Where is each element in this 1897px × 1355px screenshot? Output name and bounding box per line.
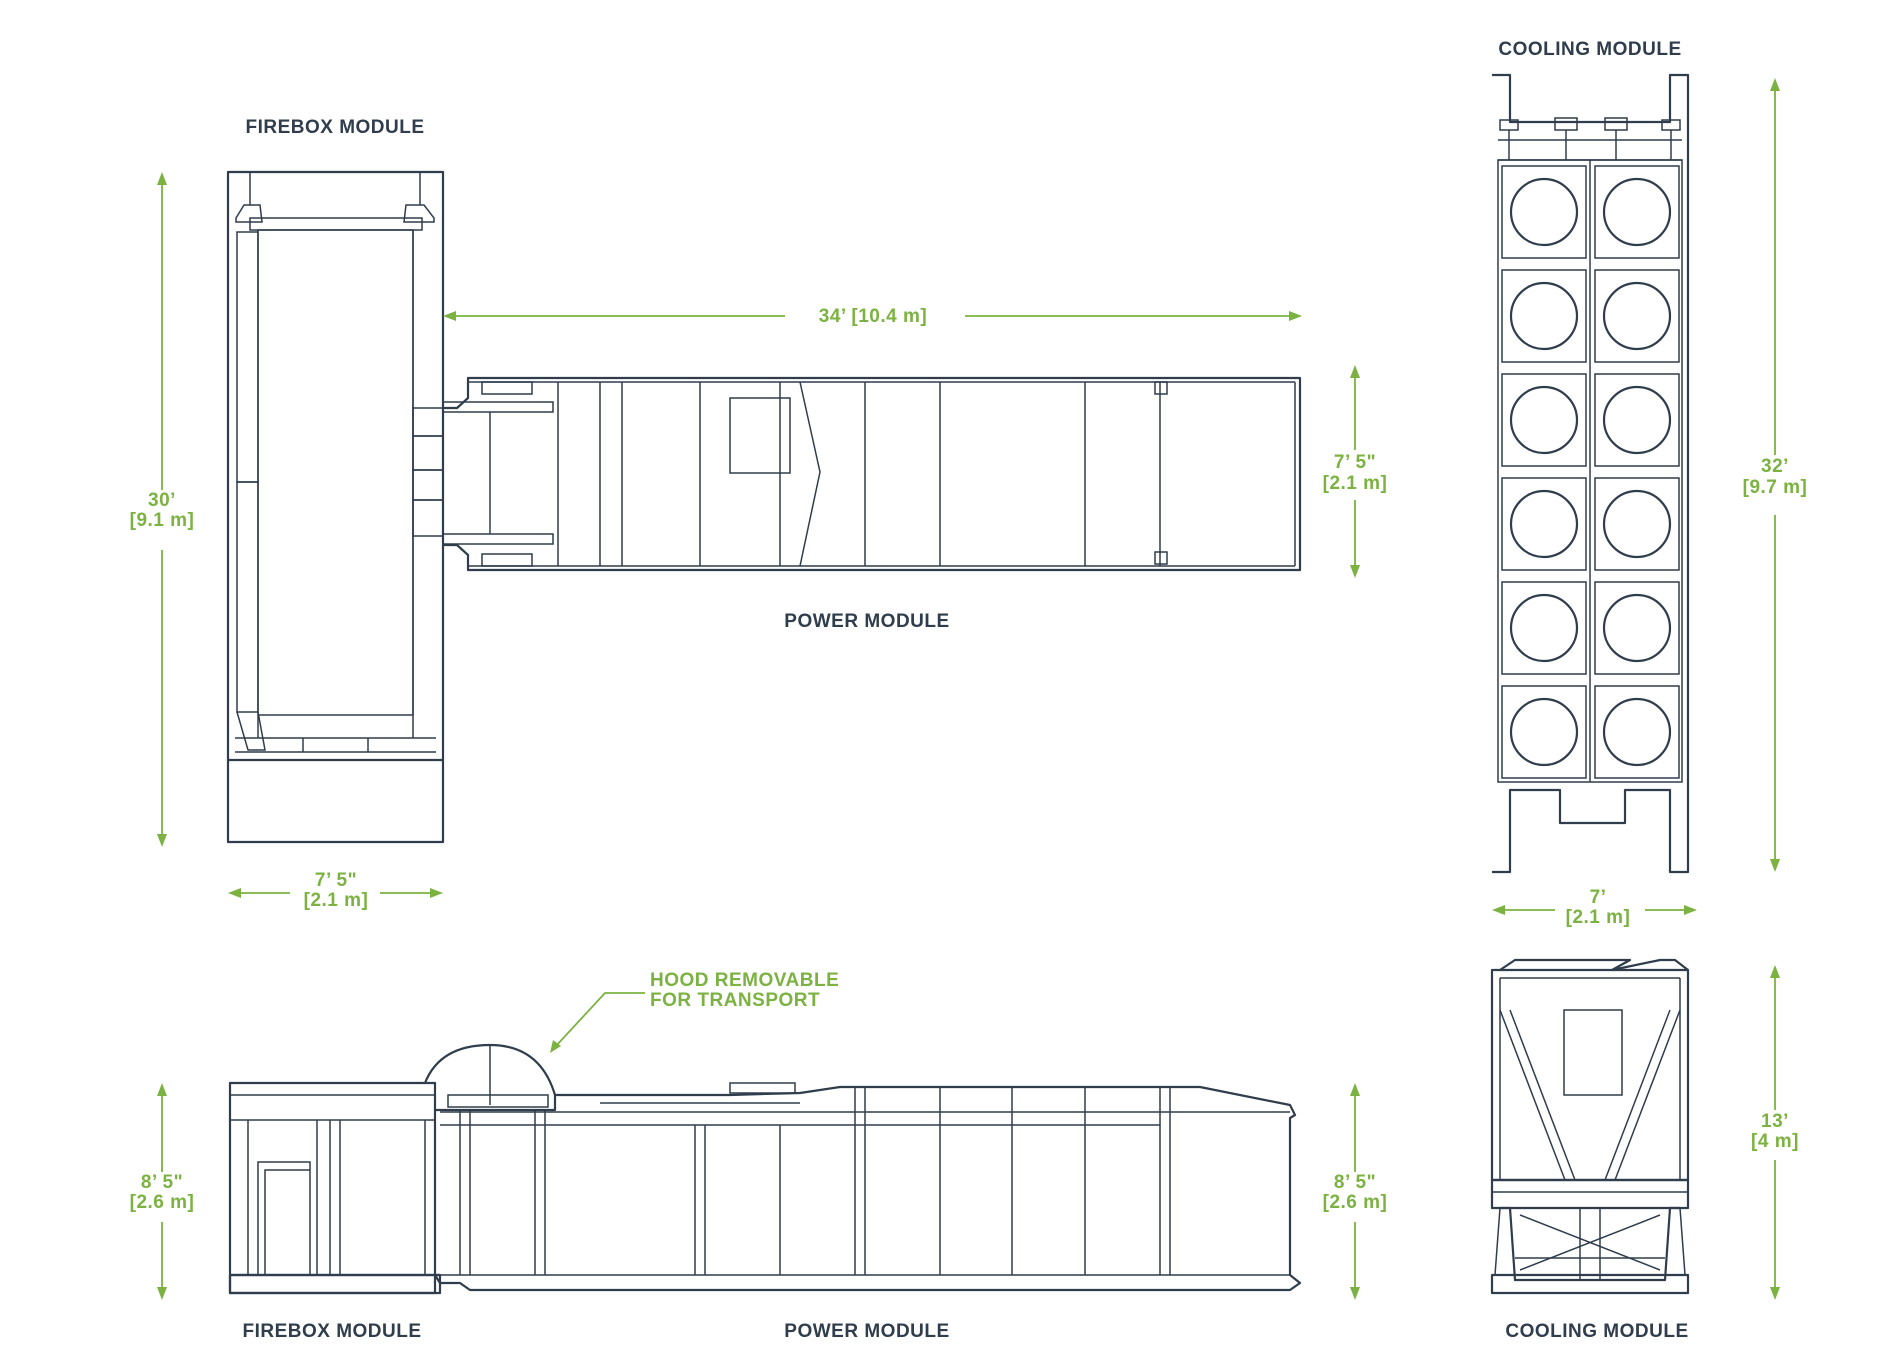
- cooling-length-imperial: 32’: [1761, 456, 1789, 477]
- dimension-lines: [157, 78, 1780, 1300]
- fan-icon: [1509, 593, 1579, 663]
- fan-housing: [1501, 685, 1587, 779]
- cooling-module-side-view: [1490, 958, 1690, 1295]
- dimension-labels: 30’ [9.1 m] 7’ 5" [2.1 m] 34’ [10.4 m] 7…: [130, 306, 1808, 1213]
- power-length-label: 34’ [10.4 m]: [819, 306, 927, 327]
- cooling-module-top-view: [1492, 73, 1690, 874]
- power-height-metric: [2.6 m]: [1323, 1192, 1388, 1213]
- cooling-top-label: COOLING MODULE: [1498, 39, 1681, 60]
- cooling-bottom-label: COOLING MODULE: [1505, 1321, 1688, 1342]
- firebox-height-metric: [2.6 m]: [130, 1192, 195, 1213]
- firebox-length-metric: [9.1 m]: [130, 510, 195, 531]
- fan-housing: [1594, 685, 1680, 779]
- cooling-width-imperial: 7’: [1590, 887, 1607, 908]
- firebox-module-side-view: [228, 1081, 442, 1295]
- fan-icon: [1602, 593, 1672, 663]
- power-top-label: POWER MODULE: [784, 611, 949, 632]
- fan-icon: [1602, 489, 1672, 559]
- fan-housing: [1501, 269, 1587, 363]
- fan-icon: [1509, 177, 1579, 247]
- cooling-length-metric: [9.7 m]: [1743, 477, 1808, 498]
- fan-icon: [1602, 281, 1672, 351]
- power-module-side-view: [423, 1043, 1302, 1292]
- power-width-imperial: 7’ 5": [1334, 452, 1376, 473]
- fan-housing: [1594, 373, 1680, 467]
- fan-icon: [1602, 385, 1672, 455]
- firebox-width-imperial: 7’ 5": [315, 870, 357, 891]
- power-bottom-label: POWER MODULE: [784, 1321, 949, 1342]
- firebox-height-imperial: 8’ 5": [141, 1172, 183, 1193]
- fan-icon: [1602, 697, 1672, 767]
- power-module-top-view: [442, 376, 1302, 572]
- fan-icon: [1602, 177, 1672, 247]
- fan-icon: [1509, 281, 1579, 351]
- power-width-metric: [2.1 m]: [1323, 473, 1388, 494]
- fan-housing: [1594, 581, 1680, 675]
- fan-housing: [1501, 477, 1587, 571]
- hood-annotation-line2: FOR TRANSPORT: [650, 990, 820, 1011]
- cooling-height-imperial: 13’: [1761, 1111, 1789, 1132]
- fan-housing: [1501, 373, 1587, 467]
- fan-housing: [1594, 269, 1680, 363]
- firebox-bottom-label: FIREBOX MODULE: [242, 1321, 421, 1342]
- fan-icon: [1509, 489, 1579, 559]
- cooling-width-metric: [2.1 m]: [1566, 907, 1631, 928]
- power-height-imperial: 8’ 5": [1334, 1172, 1376, 1193]
- cooling-height-metric: [4 m]: [1751, 1131, 1799, 1152]
- firebox-length-imperial: 30’: [148, 490, 176, 511]
- firebox-width-metric: [2.1 m]: [304, 890, 369, 911]
- fan-housing: [1501, 581, 1587, 675]
- fan-housing: [1594, 477, 1680, 571]
- firebox-top-label: FIREBOX MODULE: [245, 117, 424, 138]
- fan-icon: [1509, 385, 1579, 455]
- firebox-module-top-view: [226, 170, 445, 844]
- fan-icon: [1509, 697, 1579, 767]
- module-labels: FIREBOX MODULE COOLING MODULE POWER MODU…: [242, 39, 1688, 1342]
- fan-housing: [1501, 165, 1587, 259]
- fan-housing: [1594, 165, 1680, 259]
- cooling-fan-grid: [1501, 165, 1680, 779]
- hood-annotation-line1: HOOD REMOVABLE: [650, 970, 839, 991]
